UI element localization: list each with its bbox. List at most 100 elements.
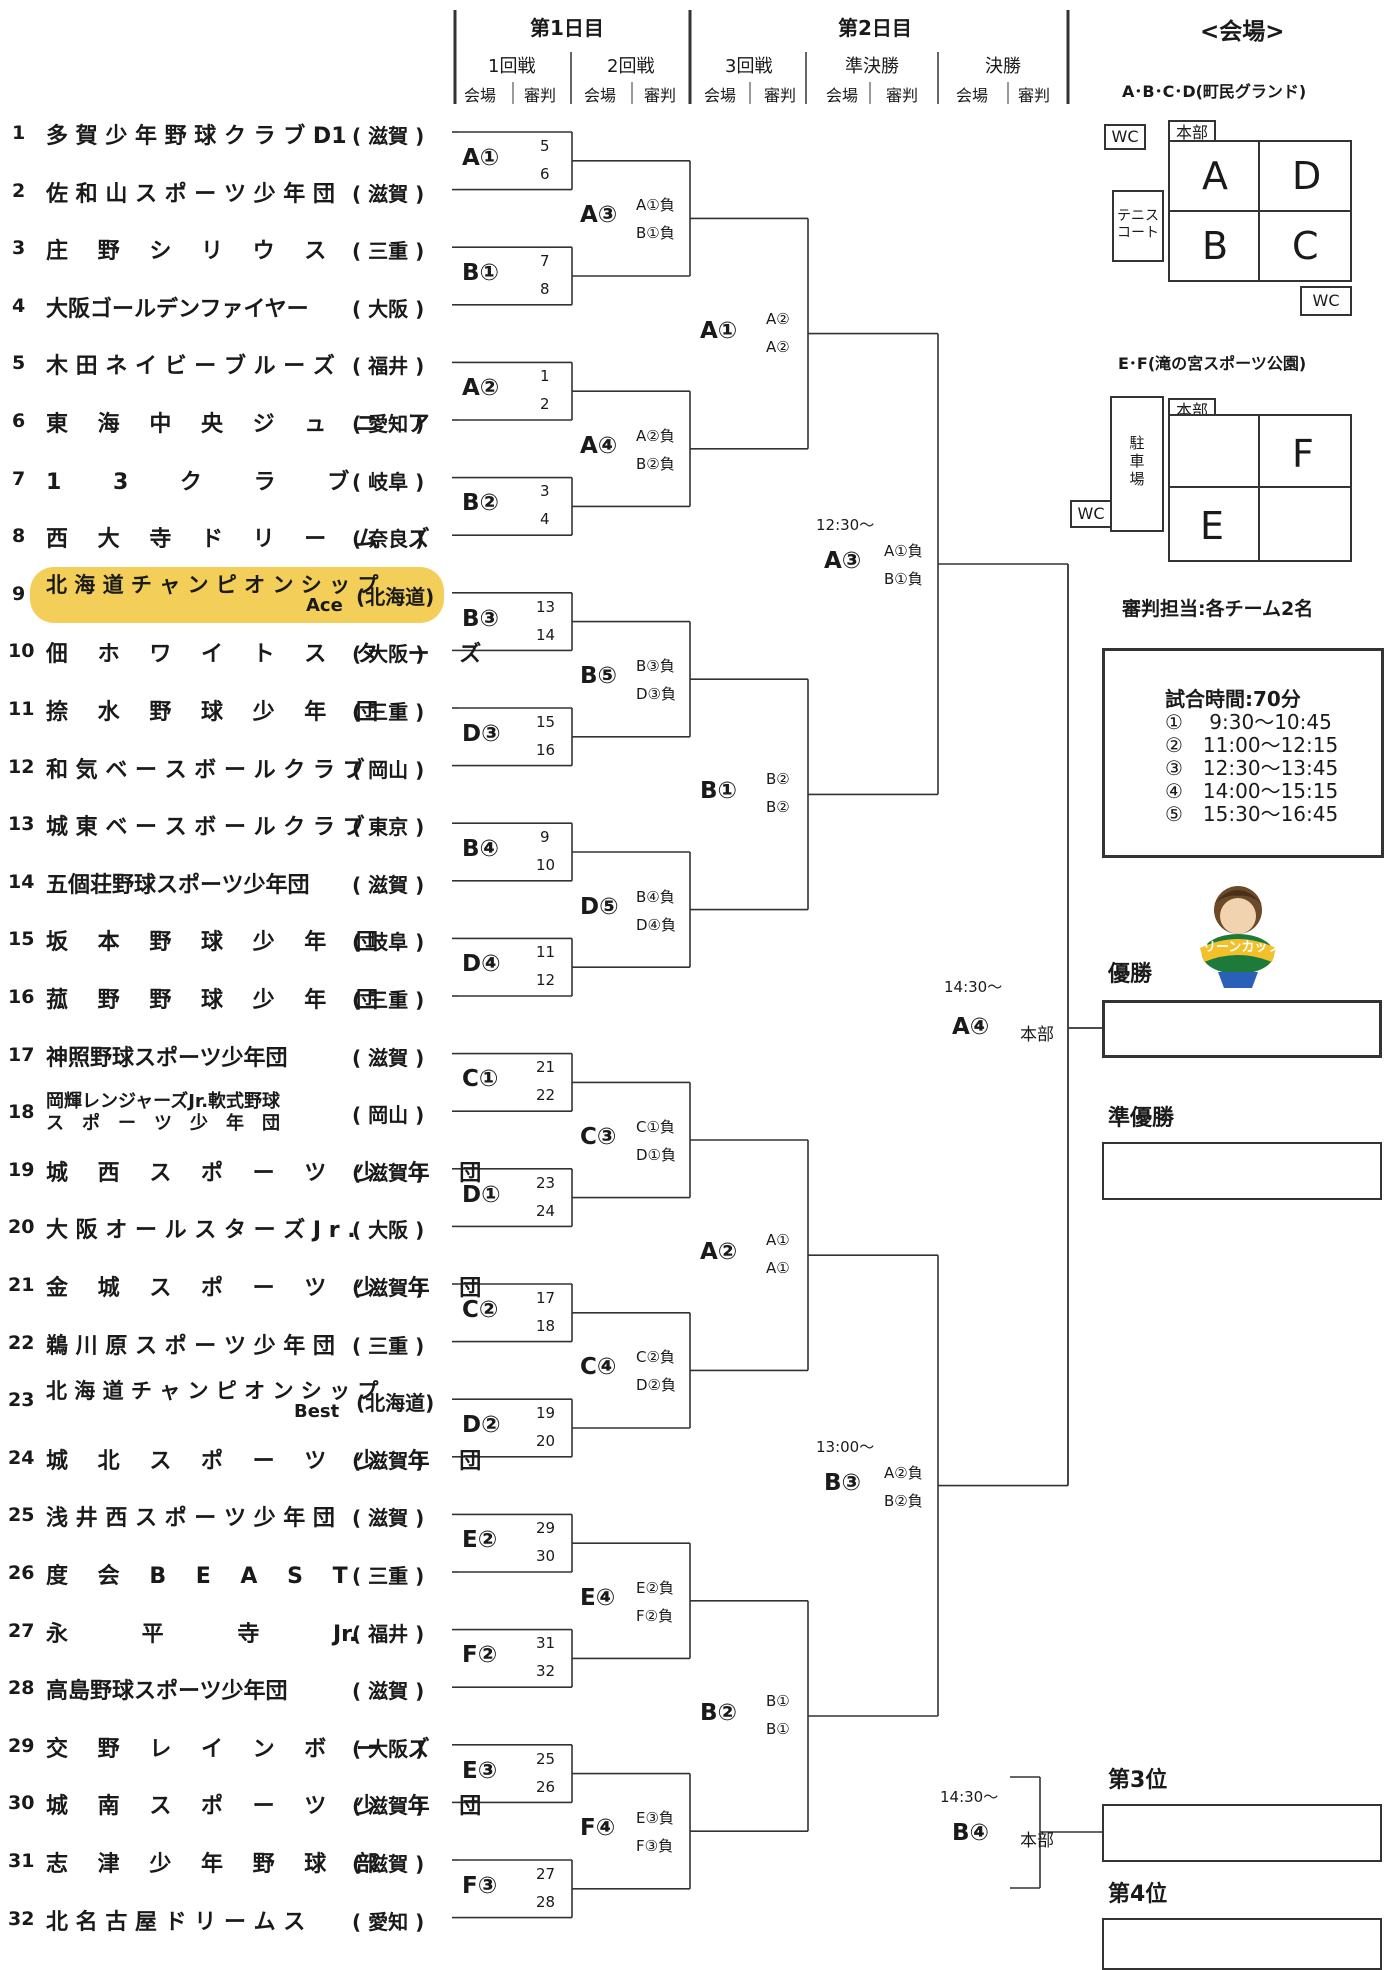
team-number: 28 [8, 1677, 35, 1700]
team-prefecture: ( 三重 ) [352, 700, 425, 724]
team-number: 1 [12, 122, 26, 144]
team-prefecture: ( 滋賀 ) [352, 124, 425, 148]
round1-match-code: F③ [462, 1872, 498, 1899]
round2-referee-a: B③負 [636, 657, 675, 676]
final-venue: 本部 [1020, 1025, 1054, 1045]
team-number: 14 [8, 870, 35, 893]
third-place-box [1102, 1804, 1382, 1862]
team-name: 菰 野 野 球 少 年 団 [46, 988, 378, 1013]
third-time: 14:30～ [940, 1788, 999, 1806]
round1-referee-b: 28 [536, 1892, 556, 1911]
round2-referee-a: A①負 [636, 196, 675, 215]
subheader-venue: 会場 [584, 86, 617, 105]
round2-referee-b: D④負 [636, 915, 676, 934]
team-number: 5 [12, 352, 26, 375]
semifinal-referee-a: A②負 [884, 1463, 923, 1482]
round2-match-code: F④ [580, 1815, 616, 1842]
team-prefecture: ( 奈良 ) [352, 527, 425, 552]
round3-referee-a: A② [766, 309, 790, 328]
team-prefecture: ( 岐阜 ) [352, 469, 425, 494]
team-number: 31 [8, 1850, 35, 1872]
team-number: 20 [8, 1216, 35, 1239]
team-name: 鵜 川 原 ス ポ ー ツ 少 年 団 [46, 1333, 335, 1359]
team-prefecture: ( 滋賀 ) [352, 1160, 425, 1185]
team-number: 25 [8, 1504, 35, 1527]
semifinal-match-code: B③ [824, 1469, 862, 1496]
team-number: 9 [12, 582, 26, 605]
round1-match-code: C② [462, 1296, 499, 1323]
team-prefecture: ( 三重 ) [352, 239, 425, 264]
team-number: 15 [8, 928, 35, 951]
round1-match-code: D① [462, 1181, 501, 1208]
fourth-place-box [1102, 1918, 1382, 1970]
field-c-label: C [1292, 224, 1319, 268]
team-prefecture: ( 岐阜 ) [352, 930, 425, 955]
team-number: 2 [12, 179, 26, 202]
round1-referee-b: 4 [540, 510, 550, 529]
round1-referee-a: 7 [540, 252, 550, 270]
team-number: 19 [8, 1158, 35, 1181]
team-highlight [30, 566, 444, 623]
team-number: 27 [8, 1619, 35, 1642]
round2-referee-b: B①負 [636, 224, 675, 243]
round3-referee-b: A① [766, 1259, 790, 1278]
round2-referee-b: B②負 [636, 454, 675, 473]
team-name: 城 南 ス ポ ー ツ 少 年 団 [46, 1794, 482, 1820]
referee-note: 審判担当:各チーム2名 [1122, 598, 1314, 620]
round1-referee-a: 25 [536, 1749, 556, 1768]
team-name: 金 城 ス ポ ー ツ 少 年 団 [46, 1276, 482, 1301]
field-e-f-area [1168, 414, 1352, 562]
subheader-referee: 審判 [1018, 86, 1051, 105]
final-time: 14:30～ [944, 978, 1003, 996]
semifinal-referee-b: B①負 [884, 570, 923, 588]
team-number: 22 [8, 1331, 35, 1354]
venue-title: <会場> [1200, 19, 1285, 45]
main-venue-label: A･B･C･D(町民グランド) [1122, 82, 1307, 101]
team-name: 神照野球スポーツ少年団 [46, 1045, 288, 1071]
team-name: 北 名 古 屋 ド リ ー ム ス [46, 1909, 306, 1935]
third-code: B④ [952, 1820, 990, 1846]
round1-referee-b: 14 [536, 625, 556, 644]
team-name: 東 海 中 央 ジ ュ ニ ア [46, 412, 430, 437]
round1-referee-b: 32 [536, 1662, 556, 1681]
team-prefecture: ( 滋賀 ) [352, 1045, 425, 1070]
round1-referee-b: 26 [536, 1777, 556, 1796]
team-prefecture: ( 大阪 ) [352, 1736, 425, 1761]
team-name: 1 3 ク ラ ブ [46, 469, 350, 495]
round1-referee-a: 5 [540, 136, 550, 155]
day2-header: 第2日目 [838, 16, 912, 40]
subheader-referee: 審判 [764, 86, 797, 105]
team-prefecture: ( 滋賀 ) [352, 1794, 425, 1819]
round1-referee-a: 3 [540, 482, 550, 501]
round2-referee-a: C①負 [636, 1118, 675, 1136]
round2-referee-a: E②負 [636, 1578, 674, 1597]
round2-referee-a: E③負 [636, 1809, 674, 1828]
team-prefecture: ( 福井 ) [352, 354, 425, 379]
team-name: 城 東 ベ ー ス ボ ー ル ク ラ ブ [46, 815, 365, 841]
round1-referee-a: 29 [536, 1519, 556, 1538]
round3-referee-b: B① [766, 1720, 790, 1738]
round1-match-code: B① [462, 260, 500, 286]
team-number: 7 [12, 467, 26, 490]
round2-match-code: E④ [580, 1584, 616, 1611]
round1-referee-b: 18 [536, 1316, 556, 1335]
team-prefecture: ( 岡山 ) [352, 1103, 425, 1128]
round1-match-code: C① [462, 1066, 499, 1093]
round2-match-code: D⑤ [580, 893, 619, 920]
wc-sign-2: WC [1300, 286, 1352, 316]
round1-referee-a: 21 [536, 1058, 556, 1077]
team-prefecture: ( 滋賀 ) [352, 1276, 425, 1300]
round1-match-code: B④ [462, 836, 500, 862]
subheader-venue: 会場 [464, 86, 497, 105]
team-name: 城 北 ス ポ ー ツ 少 年 団 [46, 1448, 482, 1474]
team-name: 多 賀 少 年 野 球 ク ラ ブ D1 [46, 124, 347, 149]
round1-match-code: B② [462, 490, 500, 517]
round3-match-code: A② [700, 1239, 738, 1266]
team-name: 北 海 道 チ ャ ン ピ オ ン シ ッ プ [46, 1379, 379, 1404]
round2-referee-a: B④負 [636, 887, 675, 906]
team-name: 永 平 寺 Jr. [46, 1621, 358, 1647]
tennis-court: テニス コート [1112, 190, 1164, 262]
round3-referee-b: B② [766, 798, 790, 817]
round2-referee-b: D②負 [636, 1376, 676, 1395]
team-prefecture: ( 三重 ) [352, 1333, 425, 1358]
